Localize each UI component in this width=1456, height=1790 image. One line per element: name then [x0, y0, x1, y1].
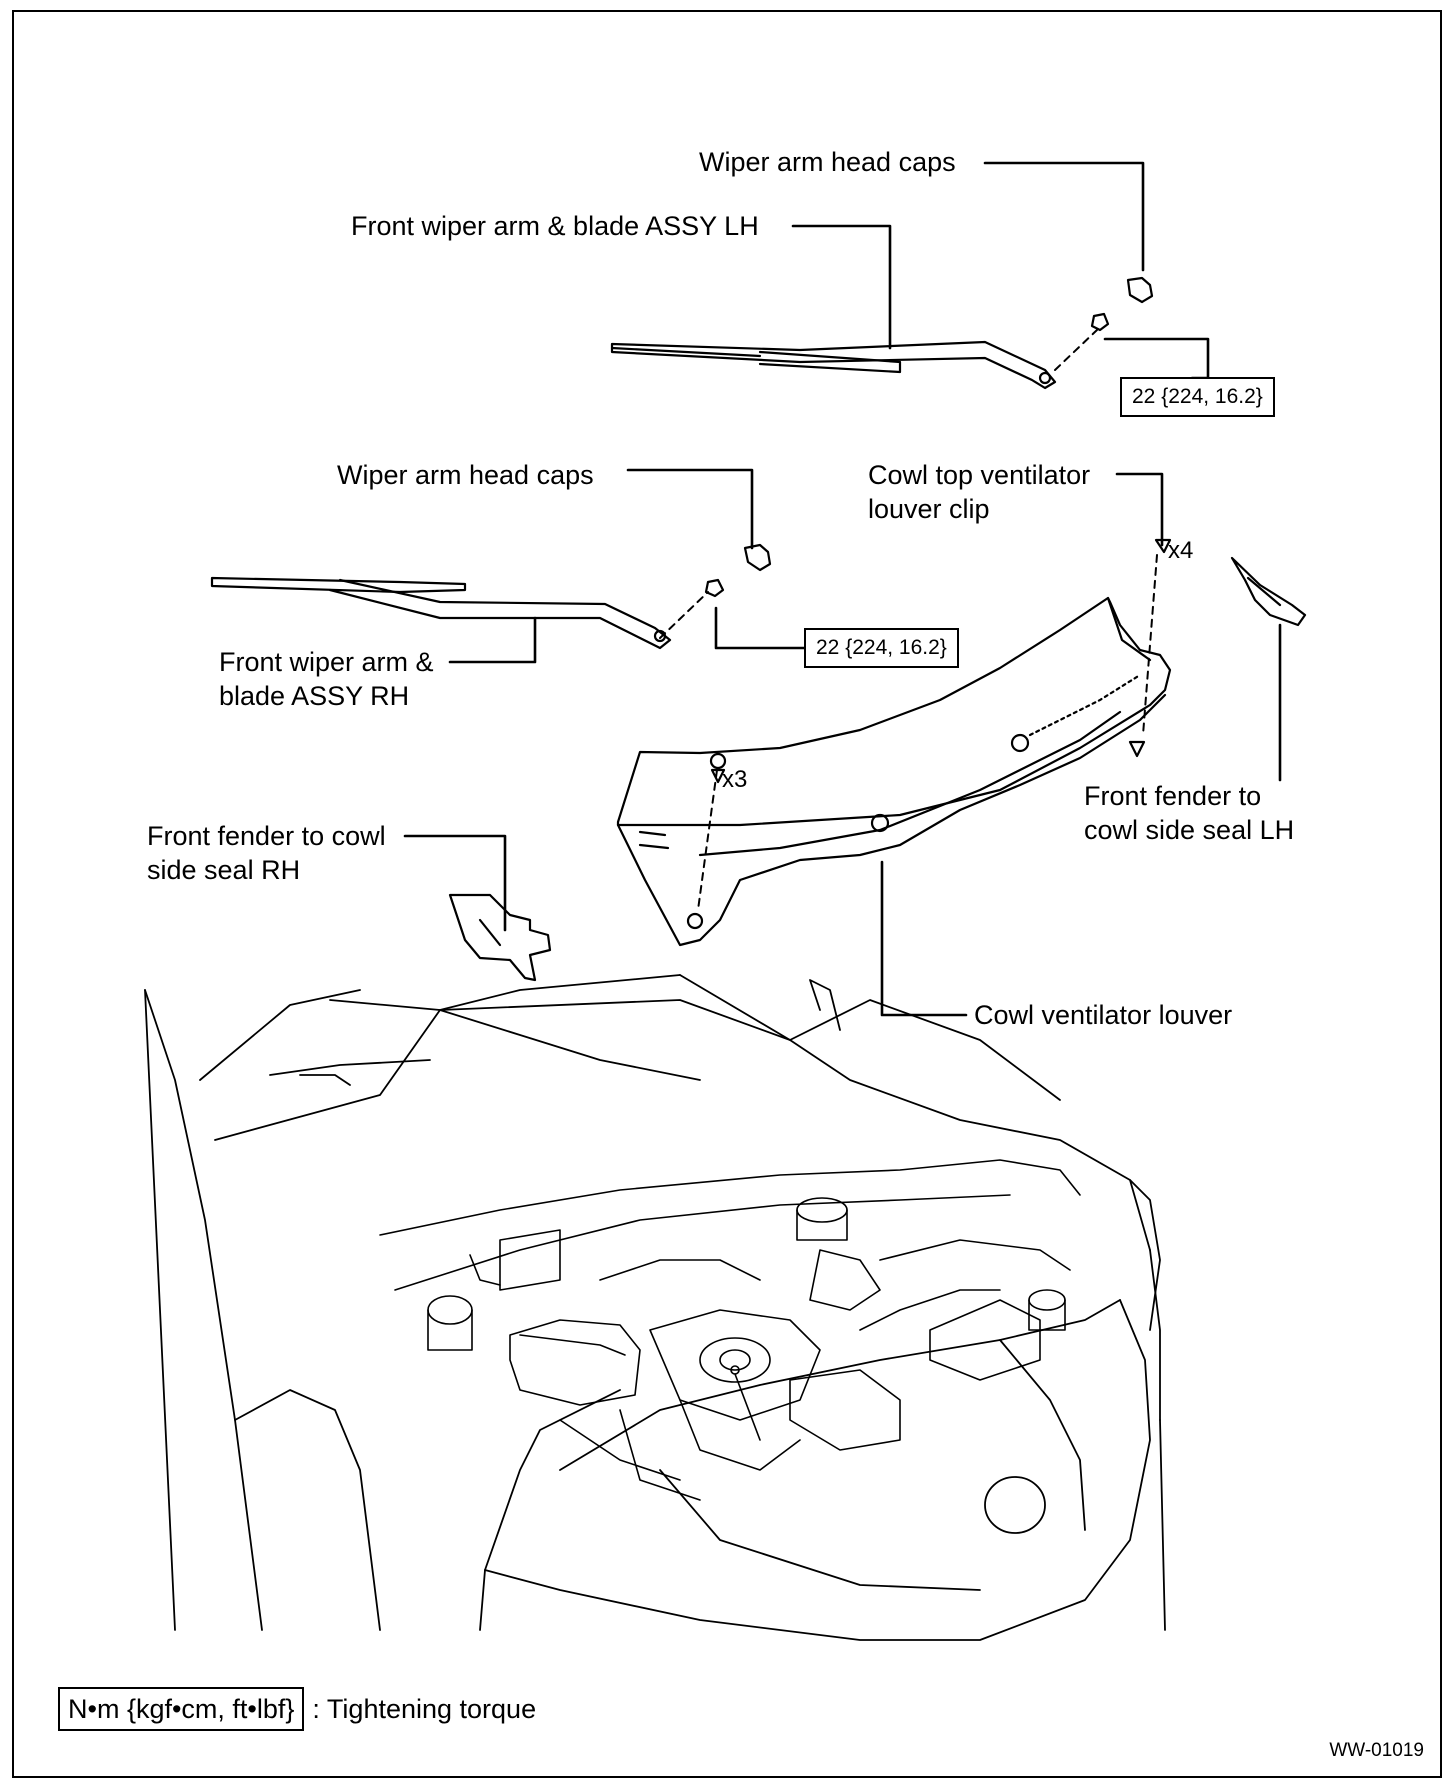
figure-code: WW-01019	[1329, 1740, 1424, 1761]
legend: N•m {kgf•cm, ft•lbf} : Tightening torque	[58, 1687, 536, 1731]
figure-frame	[12, 10, 1442, 1778]
clip-quantity-top: x4	[1168, 537, 1194, 564]
wiper-arm-lh-drawing	[610, 340, 1057, 390]
label-wiper-caps-lh: Wiper arm head caps	[699, 147, 956, 177]
wiper-cap-rh-drawing	[704, 543, 772, 598]
wiper-cap-lh-drawing	[1090, 276, 1154, 332]
cowl-clips-drawing	[709, 538, 1172, 784]
vehicle-drawing	[144, 974, 1166, 1641]
torque-box-lh: 22 {224, 16.2}	[1120, 377, 1275, 417]
leader-lines	[403, 161, 1282, 1017]
legend-text: : Tightening torque	[312, 1693, 537, 1724]
engine-bay-drawing	[379, 1159, 1081, 1501]
cowl-louver-drawing	[616, 596, 1172, 947]
label-wiper-arm-lh: Front wiper arm & blade ASSY LH	[351, 211, 759, 241]
side-seal-rh-drawing	[448, 893, 552, 982]
wiper-arm-rh-drawing	[210, 576, 672, 650]
label-wiper-caps-rh: Wiper arm head caps	[337, 460, 594, 490]
label-side-seal-rh: Front fender to cowl side seal RH	[147, 821, 386, 885]
side-seal-lh-drawing	[1230, 556, 1307, 627]
label-cowl-clip: Cowl top ventilator louver clip	[868, 460, 1091, 524]
legend-torque-unit-box: N•m {kgf•cm, ft•lbf}	[58, 1687, 305, 1731]
clip-quantity-left: x3	[722, 766, 748, 793]
label-wiper-arm-rh: Front wiper arm & blade ASSY RH	[219, 647, 434, 711]
label-side-seal-lh: Front fender to cowl side seal LH	[1084, 781, 1295, 845]
assembly-dashes	[659, 329, 1158, 911]
torque-box-rh: 22 {224, 16.2}	[804, 628, 959, 668]
label-cowl-louver: Cowl ventilator louver	[974, 1000, 1233, 1030]
